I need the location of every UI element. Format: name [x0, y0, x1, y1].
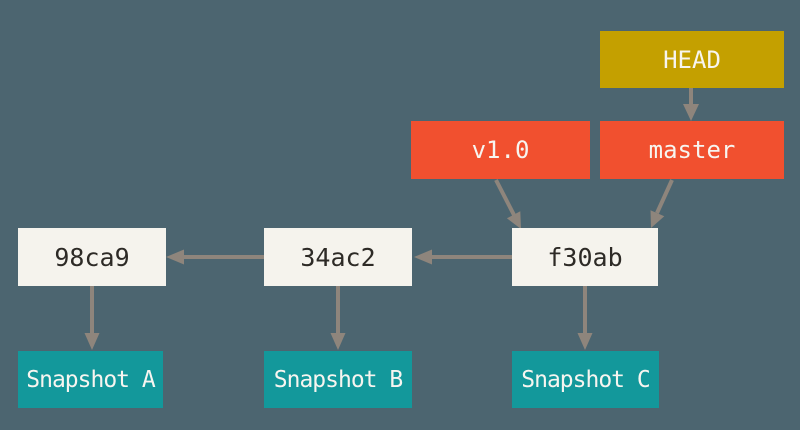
commit-34ac2-box: 34ac2	[264, 228, 412, 286]
edge-34ac2-to-98ca9	[166, 249, 264, 265]
snapshot-b-label: Snapshot B	[273, 366, 403, 393]
edge-head-to-master	[683, 88, 699, 121]
commit-98ca9-box: 98ca9	[18, 228, 166, 286]
commit-f30ab-label: f30ab	[547, 242, 623, 272]
edge-f30ab-to-snapshot-c	[577, 286, 593, 350]
head-pointer-label: HEAD	[663, 45, 721, 74]
edge-master-to-f30ab	[650, 179, 674, 228]
commit-f30ab-box: f30ab	[512, 228, 658, 286]
head-pointer-box: HEAD	[600, 31, 784, 88]
branch-master-label: master	[648, 136, 736, 164]
commit-98ca9-label: 98ca9	[54, 242, 130, 272]
snapshot-c-label: Snapshot C	[521, 366, 650, 393]
snapshot-c-box: Snapshot C	[512, 351, 659, 408]
edge-34ac2-to-snapshot-b	[330, 286, 346, 350]
edge-v1-to-f30ab	[494, 179, 521, 229]
edge-98ca9-to-snapshot-a	[84, 286, 100, 350]
snapshot-a-label: Snapshot A	[26, 366, 155, 393]
tag-v1-box: v1.0	[411, 121, 590, 179]
edge-f30ab-to-34ac2	[414, 249, 512, 265]
branch-master-box: master	[600, 121, 784, 179]
tag-v1-label: v1.0	[471, 136, 530, 164]
snapshot-b-box: Snapshot B	[264, 351, 412, 408]
snapshot-a-box: Snapshot A	[18, 351, 163, 408]
commit-34ac2-label: 34ac2	[300, 242, 376, 272]
